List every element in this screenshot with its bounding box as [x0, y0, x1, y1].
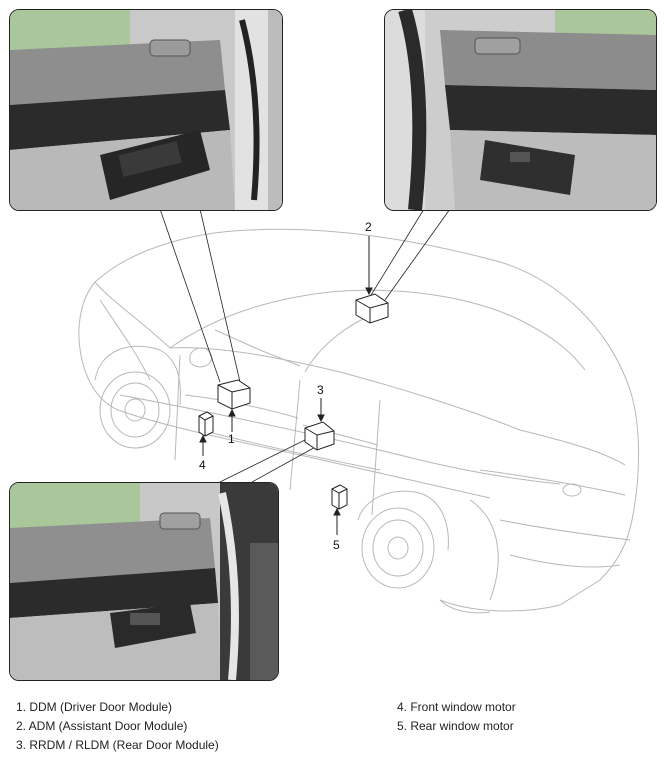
legend-item-rear-door-module: 3. RRDM / RLDM (Rear Door Module) — [16, 738, 219, 752]
callout-4: 4 — [199, 458, 206, 472]
callout-1: 1 — [228, 432, 235, 446]
legend-item-front-window-motor: 4. Front window motor — [397, 700, 516, 714]
door-panel-photo — [10, 483, 278, 680]
module-box-icon — [217, 379, 251, 410]
rear-door-inset — [9, 482, 279, 681]
passenger-door-inset — [384, 9, 657, 211]
callout-3: 3 — [317, 383, 324, 397]
driver-door-inset — [9, 9, 283, 211]
legend-item-rear-window-motor: 5. Rear window motor — [397, 719, 514, 733]
door-panel-photo — [385, 10, 656, 210]
car-outline-drawing — [78, 208, 640, 614]
callout-2: 2 — [365, 220, 372, 234]
callout-5: 5 — [333, 538, 340, 552]
door-module-location-diagram: 1 2 3 4 5 — [9, 9, 657, 681]
door-panel-photo — [10, 10, 282, 210]
legend-item-ddm: 1. DDM (Driver Door Module) — [16, 700, 173, 714]
legend-item-adm: 2. ADM (Assistant Door Module) — [16, 719, 188, 733]
